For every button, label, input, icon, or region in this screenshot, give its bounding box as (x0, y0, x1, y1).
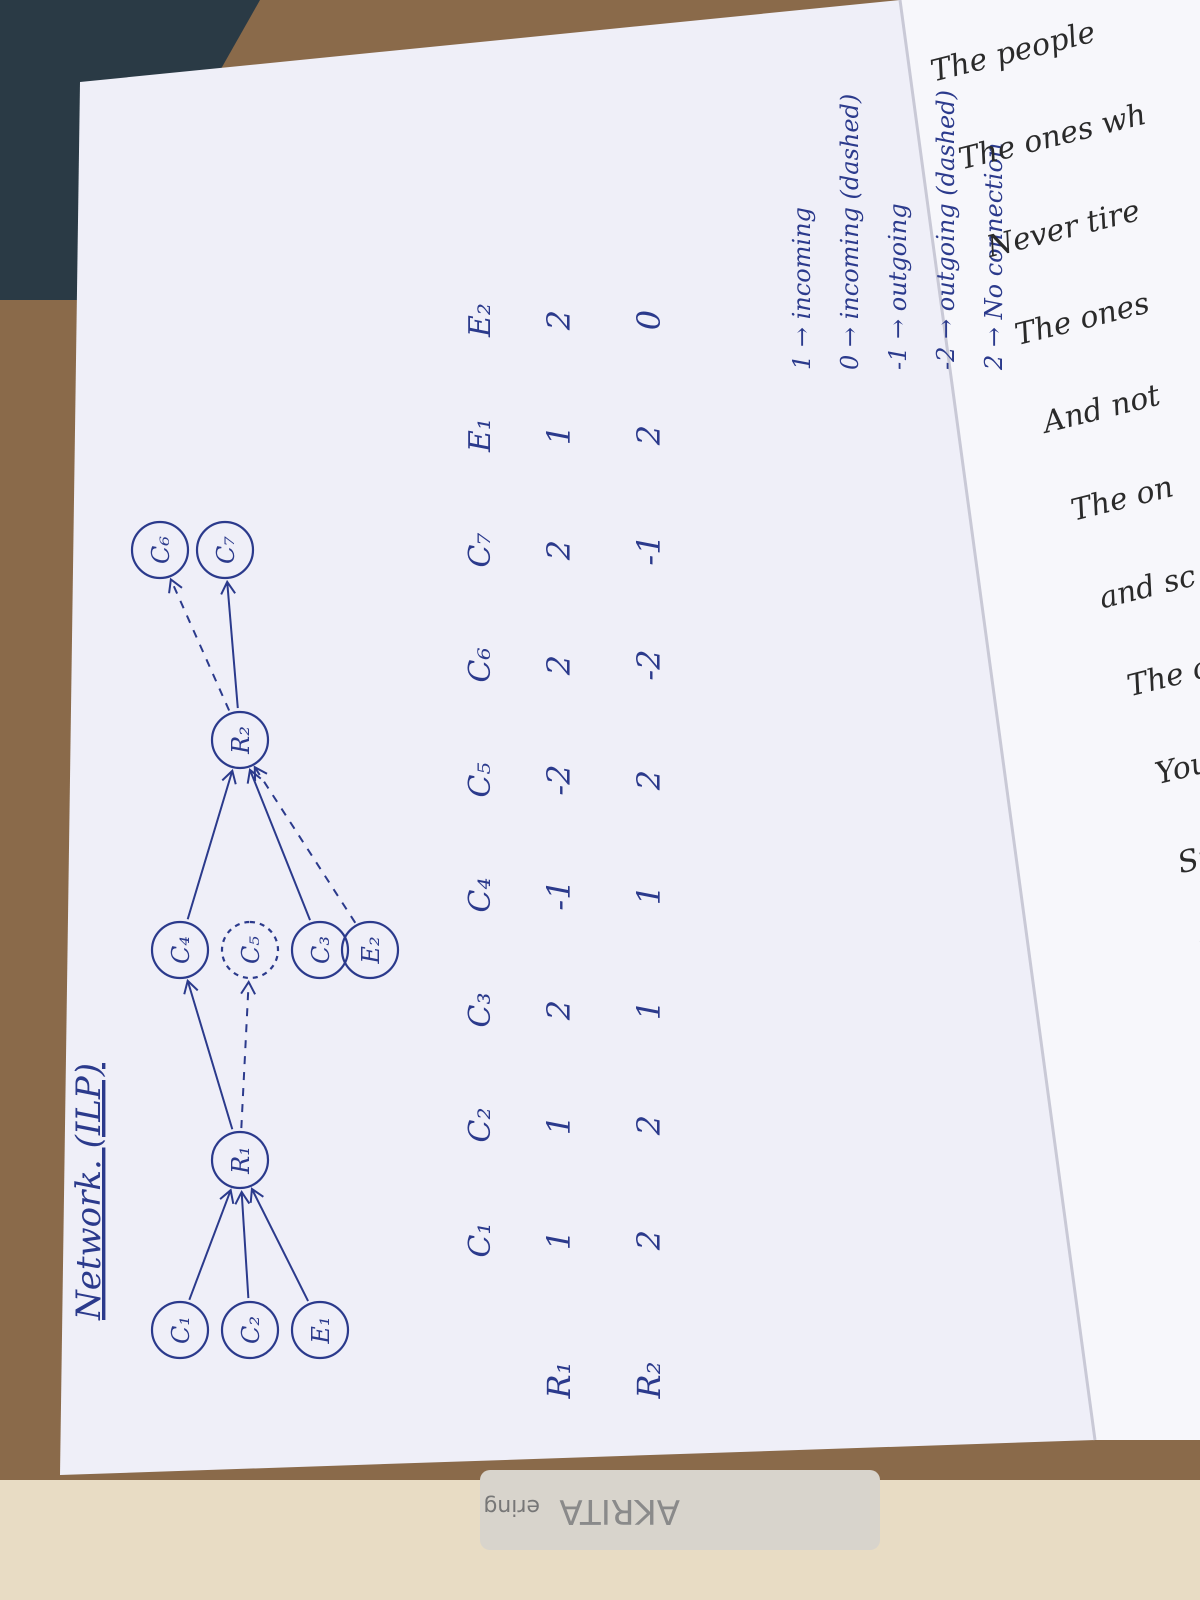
matrix-col-header: C₅ (463, 763, 498, 798)
matrix-cell: 2 (540, 310, 578, 331)
graph-node-e1: E₁ (290, 1300, 350, 1360)
tag-label (480, 1470, 880, 1550)
page-spine (898, 0, 1097, 1441)
graph-node-c2: C₂ (220, 1300, 280, 1360)
matrix-col-header: C₂ (463, 1108, 498, 1143)
edge-R2-C7 (226, 581, 239, 709)
graph-node-label: C₅ (237, 936, 265, 964)
matrix-cell: 1 (540, 1115, 578, 1135)
matrix-cell: 2 (630, 770, 668, 791)
graph-node-label: C₁ (167, 1316, 195, 1344)
arrowhead-E1-R1 (249, 1187, 264, 1203)
connection-matrix: C₁ C₂ C₃ C₄ C₅ C₆ C₇ E₁ E₂ R₁ 1 1 2 -1 -2 2 2 1 2R₂ 2 2 1 1 2 -2… (463, 303, 668, 1399)
matrix-col-header: C₁ (463, 1223, 498, 1258)
graph-node-r2: R₂ (210, 710, 270, 770)
legend-item: 0 → incoming (dashed) (836, 94, 864, 370)
matrix-cell: 2 (630, 425, 668, 446)
matrix-cell: 1 (630, 1000, 668, 1020)
matrix-cell: -2 (630, 649, 668, 680)
graph-node-e2: E₂ (340, 920, 400, 980)
graph-node-label: R₂ (227, 726, 255, 755)
legend: 1 → incoming 0 → incoming (dashed) -1 → ou… (788, 90, 1008, 371)
arrowhead-C4-R2 (221, 768, 237, 785)
matrix-cell: -2 (540, 764, 578, 795)
left-page (60, 0, 1095, 1475)
arrowhead-R2-C7 (220, 579, 236, 595)
arrowhead-C3-R2 (246, 768, 262, 784)
graph-edges (168, 577, 357, 1302)
matrix-col-header: E₁ (463, 418, 498, 453)
graph-node-c1: C₁ (150, 1300, 210, 1360)
matrix-col-header: C₄ (463, 878, 498, 913)
right-page (900, 0, 1200, 1440)
matrix-cell: 2 (540, 1000, 578, 1021)
graph-nodes: C₁ C₂ E₁ R₁ C₄ C₅ C₃ E₂ R₂ C₆ C₇ (130, 520, 400, 1360)
graph-node-label: C₃ (307, 936, 335, 964)
matrix-cell: 2 (630, 1115, 668, 1136)
arrowhead-C1-R1 (219, 1188, 235, 1205)
matrix-cell: 2 (540, 540, 578, 561)
graph-node-label: C₆ (147, 536, 175, 564)
legend-item: 1 → incoming (788, 207, 816, 370)
tag-text: AKRITA (559, 1491, 680, 1531)
graph-node-c7: C₇ (195, 520, 255, 580)
graph-node-c4: C₄ (150, 920, 210, 980)
graph-node-label: C₇ (212, 536, 240, 564)
matrix-cell: 2 (540, 655, 578, 676)
handwriting: Network. (ILP) C₁ C₂ E₁ R₁ C₄ C₅ C₃ E₂ R₂ C₆ C₇ 1 … (69, 90, 1008, 1399)
page-title: Network. (ILP) (69, 1063, 109, 1321)
edge-C2-R1 (240, 1191, 250, 1299)
matrix-cell: 2 (630, 1230, 668, 1251)
legend-item: -1 → outgoing (884, 203, 912, 370)
graph-node-label: C₄ (167, 936, 195, 964)
tag-text-small: ering (483, 1494, 540, 1519)
edge-C1-R1 (188, 1189, 232, 1301)
right-page-line: The (1196, 923, 1200, 971)
matrix-row-label: R₂ (630, 1362, 668, 1400)
edge-C4-R2 (186, 770, 234, 920)
matrix-cell: 1 (540, 1230, 578, 1250)
arrowhead-C2-R1 (234, 1189, 251, 1205)
matrix-cell: -1 (540, 879, 578, 910)
matrix-cell: 1 (630, 885, 668, 905)
matrix-col-header: C₆ (463, 648, 498, 683)
edge-C3-R2 (249, 769, 311, 921)
matrix-col-header: E₂ (463, 303, 498, 338)
graph-node-label: E₂ (357, 936, 385, 964)
graph-node-label: C₂ (237, 1316, 265, 1344)
graph-node-r1: R₁ (210, 1130, 270, 1190)
matrix-cell: -1 (630, 534, 668, 565)
arrowhead-R1-C5 (240, 979, 256, 995)
matrix-col-header: C₃ (463, 993, 498, 1028)
edge-E1-R1 (251, 1188, 309, 1302)
arrowhead-R1-C4 (183, 978, 199, 995)
graph-node-label: E₁ (307, 1316, 335, 1344)
matrix-col-header: C₇ (463, 533, 498, 568)
graph-node-c5: C₅ (220, 920, 280, 980)
graph-node-label: R₁ (227, 1146, 255, 1175)
arrowhead-E2-R2 (253, 765, 268, 782)
matrix-row-label: R₁ (540, 1362, 578, 1400)
matrix-cell: 1 (540, 425, 578, 445)
legend-item: 2 → No connection (980, 143, 1008, 371)
arrowhead-R2-C6 (168, 577, 183, 594)
matrix-cell: 0 (630, 310, 668, 330)
edge-R1-C4 (186, 980, 234, 1130)
edge-R2-C6 (169, 579, 231, 711)
graph-node-c6: C₆ (130, 520, 190, 580)
legend-item: -2 → outgoing (dashed) (932, 90, 960, 370)
graph-node-c3: C₃ (290, 920, 350, 980)
